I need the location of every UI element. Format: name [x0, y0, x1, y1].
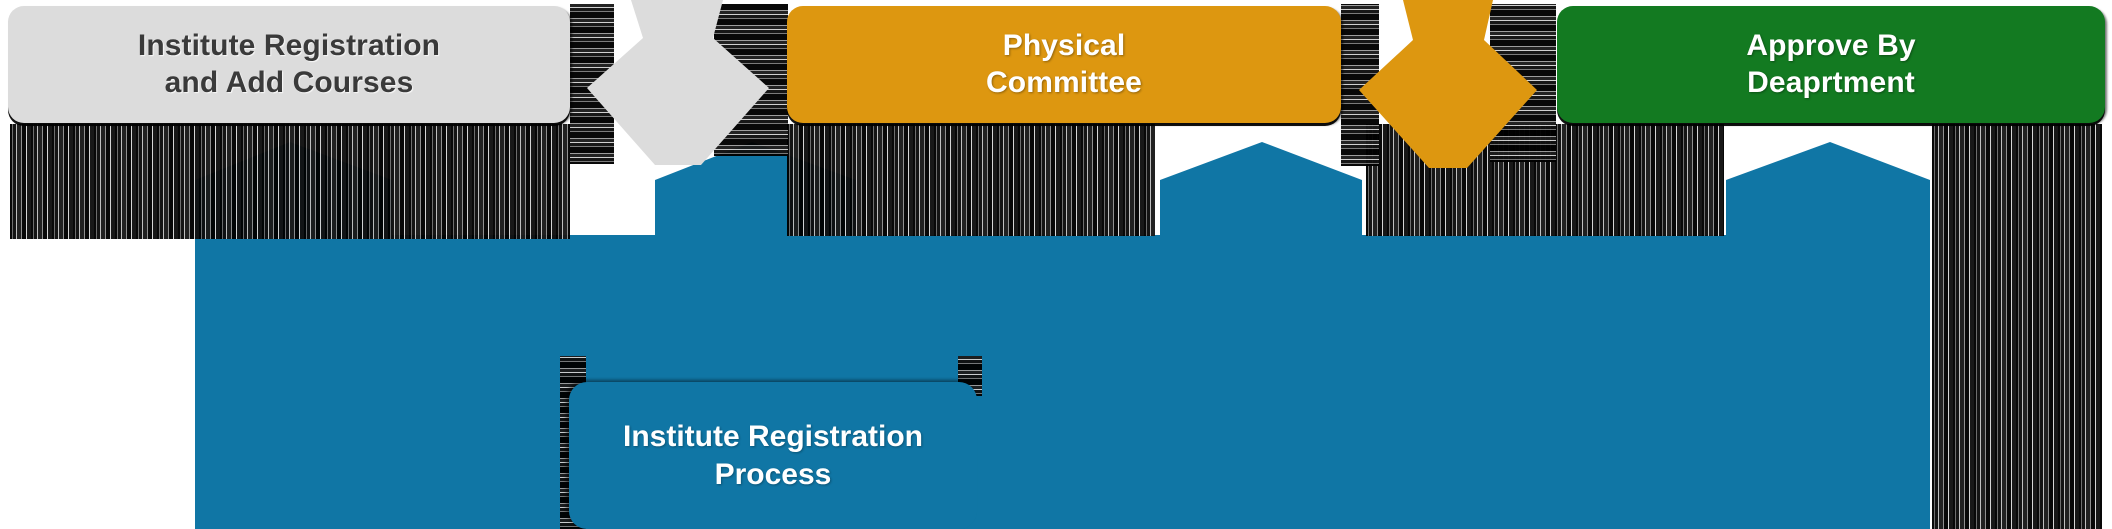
- connector-chevron-two: [1341, 0, 1557, 168]
- chevron-two-shape: [1359, 0, 1537, 168]
- stage-box-physical-committee[interactable]: Physical Committee: [787, 6, 1341, 123]
- stage-label-line-2: Committee: [986, 65, 1142, 99]
- stage-label-line-1: Physical: [1002, 28, 1126, 62]
- stage-label-line-2: Deaprtment: [1747, 65, 1915, 99]
- process-band-shape: [195, 142, 1930, 529]
- stage-label-line-2: and Add Courses: [164, 65, 414, 99]
- stage-label-institute-registration: Institute Registration and Add Courses: [124, 28, 454, 101]
- process-band-label: Institute Registration Process: [613, 418, 933, 493]
- process-band-label-line-1: Institute Registration: [622, 420, 923, 453]
- stage-label-physical-committee: Physical Committee: [972, 28, 1156, 101]
- process-band-label-line-2: Process: [714, 457, 832, 491]
- stage-label-approve-by-department: Approve By Deaprtment: [1732, 28, 1929, 101]
- stage-label-line-1: Institute Registration: [137, 28, 441, 62]
- stage-label-line-1: Approve By: [1746, 28, 1916, 62]
- stage-box-institute-registration[interactable]: Institute Registration and Add Courses: [8, 6, 570, 123]
- process-band-label-box: Institute Registration Process: [569, 382, 977, 529]
- process-band: [0, 120, 2112, 529]
- connector-chevron-one: [571, 0, 787, 165]
- chevron-one-shape: [587, 0, 769, 165]
- stage-box-approve-by-department[interactable]: Approve By Deaprtment: [1557, 6, 2105, 123]
